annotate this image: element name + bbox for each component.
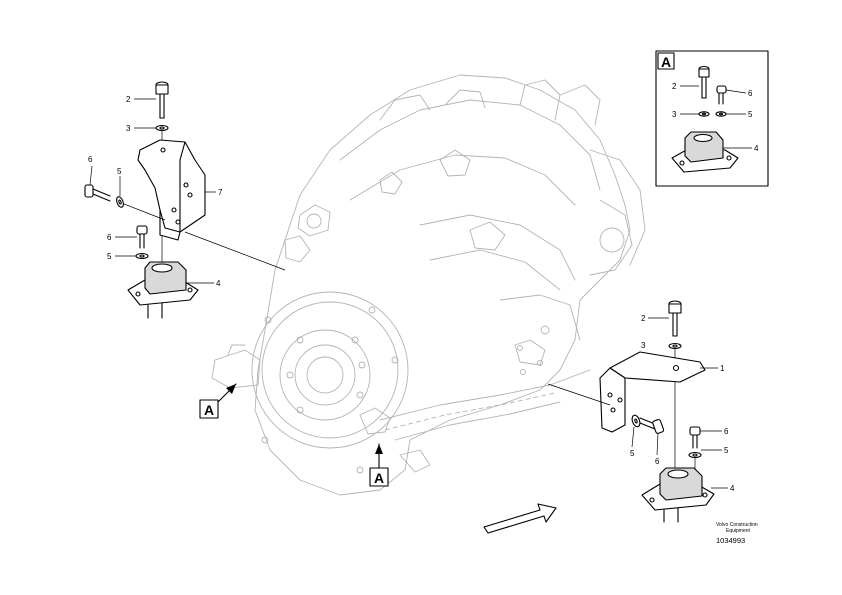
rubber-mount-4-right [641, 467, 715, 523]
inset-view-a [655, 50, 769, 187]
callout-3-left: 3 [126, 124, 131, 133]
company-line-1: Volvo Construction [716, 522, 758, 528]
direction-arrow [483, 503, 557, 534]
bolt-6-right-bottom [639, 417, 665, 434]
callout-numbers: 2 3 6 5 7 6 5 4 2 3 1 5 6 6 5 4 2 6 3 5 … [88, 82, 759, 493]
callout-6-right: 6 [724, 427, 729, 436]
callout-6-right-bottom: 6 [655, 457, 660, 466]
right-mount-assembly [547, 300, 715, 523]
bracket-7 [137, 139, 206, 241]
view-letter-inset: A [661, 54, 671, 70]
view-letter-bottom: A [374, 470, 384, 486]
callout-3-right: 3 [641, 341, 646, 350]
washer-5-right [688, 451, 702, 459]
washer-5-left-top [116, 196, 124, 208]
washer-5-right-bottom [631, 414, 641, 428]
callout-5-left-mid: 5 [107, 252, 112, 261]
view-letter-left: A [204, 402, 214, 418]
leader-lines [89, 85, 752, 489]
bolt-2-left [155, 81, 169, 119]
inset-view-marker [657, 52, 675, 70]
rubber-mount-4-left [127, 261, 199, 319]
document-number: 1034993 [716, 536, 745, 545]
callout-6-left-mid: 6 [107, 233, 112, 242]
callout-6-inset: 6 [748, 89, 753, 98]
callout-2-inset: 2 [672, 82, 677, 91]
bolt-6-left-top [84, 184, 111, 202]
callout-5-inset: 5 [748, 110, 753, 119]
washer-3-left [155, 124, 169, 132]
callout-3-inset: 3 [672, 110, 677, 119]
callout-4-right: 4 [730, 484, 735, 493]
callout-6-left-top: 6 [88, 155, 93, 164]
callout-4-inset: 4 [754, 144, 759, 153]
transmission-ghost-outline [211, 74, 646, 496]
callout-5-left-top: 5 [117, 167, 122, 176]
left-mount-assembly [84, 81, 286, 319]
callout-7: 7 [218, 188, 223, 197]
bolt-6-left-mid [136, 225, 148, 249]
bracket-1 [599, 351, 706, 433]
view-marker-bottom [369, 443, 389, 487]
callout-4-left: 4 [216, 279, 221, 288]
bolt-2-right [668, 300, 682, 337]
view-marker-left [199, 383, 237, 419]
bolt-6-right [689, 426, 701, 449]
callout-1: 1 [720, 364, 725, 373]
callout-2-left: 2 [126, 95, 131, 104]
washer-3-right [668, 342, 682, 350]
callout-2-right: 2 [641, 314, 646, 323]
washer-5-left-mid [135, 252, 149, 260]
callout-5-right: 5 [724, 446, 729, 455]
company-line-2: Equipment [726, 528, 751, 534]
callout-5-right-bottom: 5 [630, 449, 635, 458]
